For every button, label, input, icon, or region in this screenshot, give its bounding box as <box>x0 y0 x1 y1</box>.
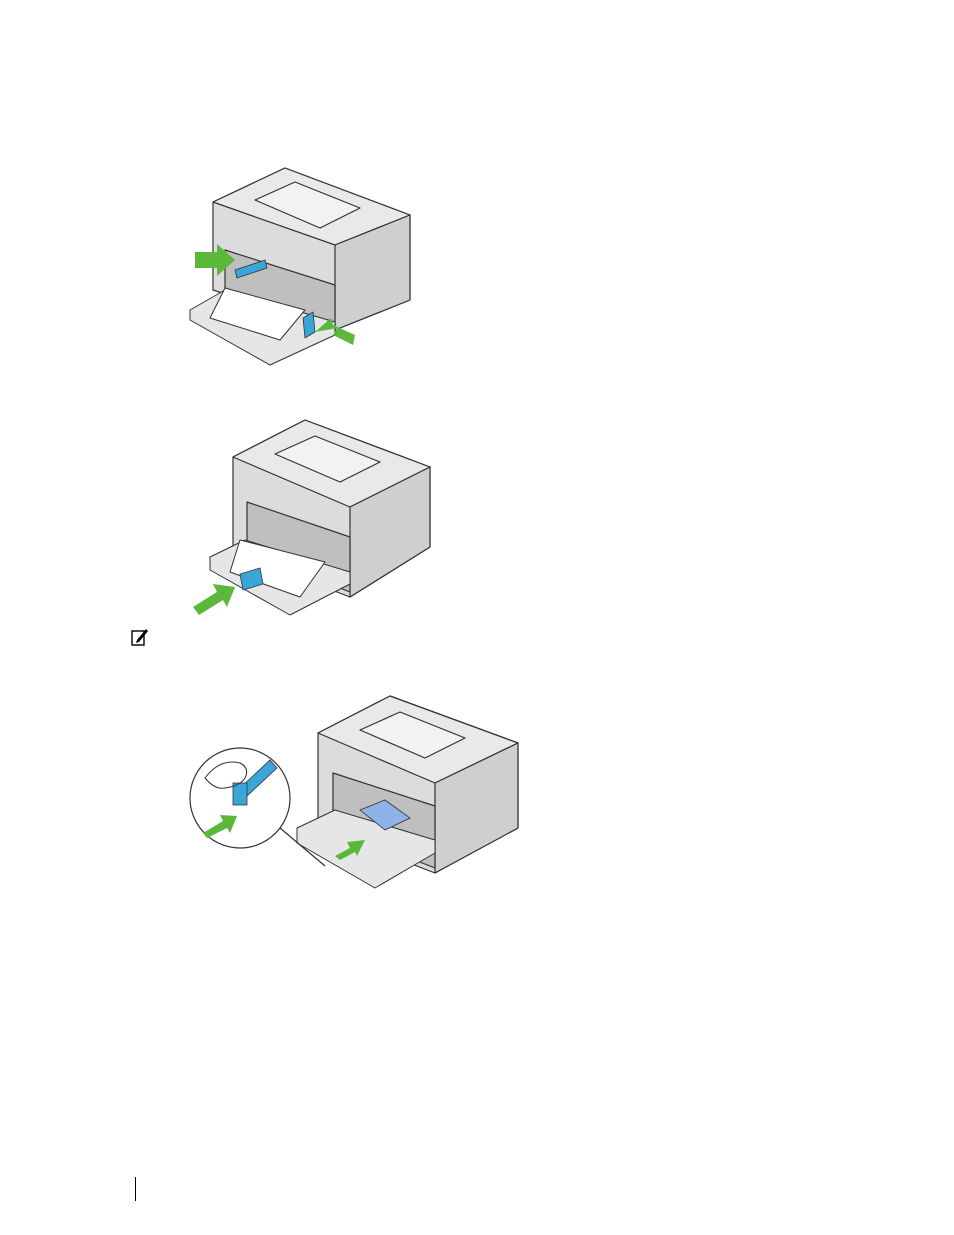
arrow-push <box>193 584 235 615</box>
printer-length-guide-illustration <box>185 412 445 617</box>
printer-guides-squeeze-illustration <box>185 160 425 370</box>
page-margin-rule <box>135 1177 136 1201</box>
printer-guide-detail-illustration <box>185 688 525 893</box>
pencil-note-icon <box>131 628 149 646</box>
zoom-circle <box>190 748 325 866</box>
